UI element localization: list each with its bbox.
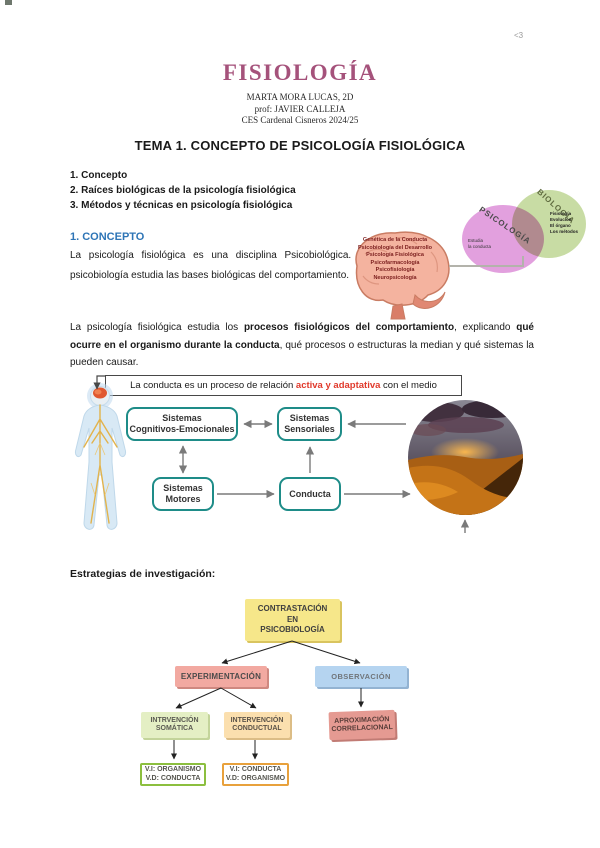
brain-discipline-1: Genética de la Conducta xyxy=(362,237,428,243)
outline-item-1: 1. Concepto xyxy=(70,170,128,181)
brain-illustration xyxy=(335,224,453,320)
conduct-diagram-arrows xyxy=(93,375,470,533)
banner-text: La conducta es un proceso de relación ac… xyxy=(130,380,437,391)
research-tree-arrows xyxy=(171,640,364,760)
tree-vi-organism-vd-conduct: V.I: ORGANISMO V.D: CONDUCTA xyxy=(140,763,206,786)
brain-disciplines-list: Genética de la Conducta Psicobiología de… xyxy=(347,237,443,283)
box-conduct: Conducta xyxy=(279,477,341,511)
estrategias-label: Estrategias de investigación: xyxy=(70,568,216,580)
venn-biology-note: Fisiología Evolución El órgano Los métod… xyxy=(550,211,579,234)
credit-school: CES Cardenal Cisneros 2024/25 xyxy=(241,115,359,125)
tree-experimentation: EXPERIMENTACIÓN xyxy=(175,666,267,687)
tree-root-contrastacion: CONTRASTACIÓN EN PSICOBIOLOGÍA xyxy=(245,599,340,641)
document-credits: MARTA MORA LUCAS, 2D prof: JAVIER CALLEJ… xyxy=(0,92,600,127)
heart-note: <3 xyxy=(514,31,524,40)
box-motor-systems: Sistemas Motores xyxy=(152,477,214,511)
tree-somatic-intervention: INTRVENCIÓN SOMÁTICA xyxy=(141,712,208,738)
chapter-outline: 1. Concepto 2. Raíces biológicas de la p… xyxy=(70,168,410,213)
section-heading-concepto: 1. CONCEPTO xyxy=(70,231,145,243)
brain-discipline-6: Neuropsicología xyxy=(373,274,417,281)
intro-paragraph: La psicología fisiológica estudia los pr… xyxy=(70,322,534,368)
banner-highlight: activa y adaptativa xyxy=(295,380,381,391)
tree-behavioral-intervention: INTERVENCIÓN CONDUCTUAL xyxy=(224,712,290,738)
tree-vi-conduct-vd-organism: V.I: CONDUCTA V.D: ORGANISMO xyxy=(222,763,289,786)
box-sensory-systems: Sistemas Sensoriales xyxy=(277,407,342,441)
venn-brain-connector xyxy=(522,256,524,267)
credit-student: MARTA MORA LUCAS, 2D xyxy=(246,92,354,102)
brain-discipline-4: Psicofarmacología xyxy=(370,259,420,266)
concepto-paragraph: La psicología fisiológica es una discipl… xyxy=(70,250,370,281)
box-cognitive-emotional-systems: Sistemas Cognitivos-Emocionales xyxy=(126,407,238,441)
brain-shape xyxy=(355,231,450,320)
chapter-title: TEMA 1. CONCEPTO DE PSICOLOGÍA FISIOLÓGI… xyxy=(134,138,466,153)
document-title: FISIOLOGÍA xyxy=(222,60,378,85)
brain-discipline-3: Psicología Fisiológica xyxy=(366,252,424,259)
outline-item-2: 2. Raíces biológicas de la psicología fi… xyxy=(70,185,296,196)
scan-artifact xyxy=(5,0,12,5)
brain-discipline-2: Psicobiología del Desarrollo xyxy=(358,244,432,251)
venn-biology-circle xyxy=(512,190,586,258)
venn-brain-connector xyxy=(449,265,524,267)
tree-observation: OBSERVACIÓN xyxy=(315,666,407,687)
venn-psychology-note: Estudia la conducta xyxy=(468,238,492,249)
outline-item-3: 3. Métodos y técnicas en psicología fisi… xyxy=(70,200,293,211)
credit-professor: prof: JAVIER CALLEJA xyxy=(254,103,346,114)
brain-discipline-5: Psicofisiología xyxy=(375,267,415,274)
